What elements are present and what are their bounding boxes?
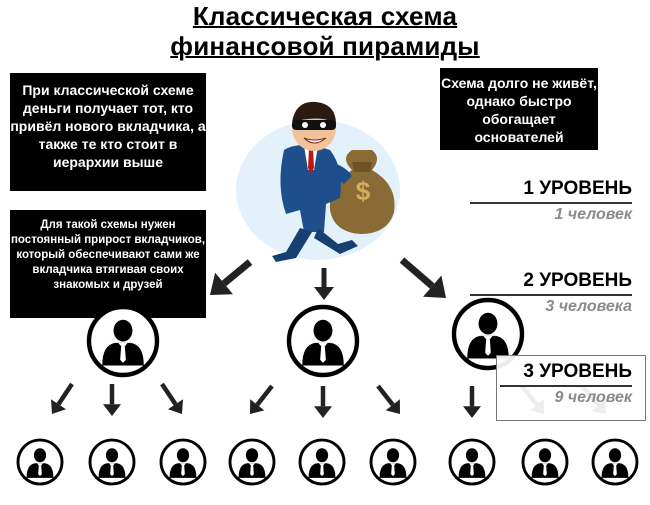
arrow-level-3-3 [160, 382, 183, 414]
diagram-title-line-2: финансовой пирамиды [170, 31, 480, 61]
level-3-person-8 [521, 438, 569, 486]
dollar-sign: $ [355, 176, 371, 206]
level-3-person-9 [591, 438, 639, 486]
level-2-person-1 [86, 304, 160, 378]
info-box-left-top: При классической схеме деньги получает т… [10, 73, 206, 191]
level-2-label: 2 УРОВЕНЬ 3 человека [470, 270, 632, 317]
diagram-title-line-1: Классическая схема [192, 1, 458, 31]
arrow-level-3-5 [314, 386, 332, 418]
level-3-person-5 [298, 438, 346, 486]
level-2-underline [470, 294, 632, 296]
info-box-right-top: Схема долго не живёт, однако быстро обог… [440, 68, 598, 150]
level-3-person-4 [228, 438, 276, 486]
arrow-down-right-icon [399, 257, 446, 298]
arrow-level-3-2 [103, 384, 121, 416]
level-1-underline [470, 202, 632, 204]
level-2-count: 3 человека [545, 298, 632, 315]
level-3-person-1 [16, 438, 64, 486]
level-3-count: 9 человек [554, 389, 632, 406]
level-3-person-7 [448, 438, 496, 486]
level-1-count: 1 человек [554, 206, 632, 223]
level-3-underline [500, 385, 632, 387]
level-3-person-3 [159, 438, 207, 486]
arrow-level-3-6 [376, 384, 400, 414]
level-2-title: 2 УРОВЕНЬ [523, 270, 632, 291]
level-1-title: 1 УРОВЕНЬ [523, 178, 632, 199]
level-3-title: 3 УРОВЕНЬ [523, 361, 632, 382]
level-2-person-3 [451, 297, 525, 371]
arrow-down-icon [314, 268, 334, 300]
arrow-down-left-icon [210, 259, 253, 295]
arrow-level-3-7 [463, 386, 481, 418]
level-1-label: 1 УРОВЕНЬ 1 человек [470, 178, 632, 225]
arrow-level-3-4 [250, 384, 274, 414]
info-box-left-bottom: Для такой схемы нужен постоянный прирост… [10, 210, 206, 318]
level-3-person-2 [88, 438, 136, 486]
arrow-level-3-1 [51, 382, 74, 414]
level-2-person-2 [286, 304, 360, 378]
level-3-person-6 [369, 438, 417, 486]
level-3-label: 3 УРОВЕНЬ 9 человек [500, 361, 632, 408]
level-3-frame [496, 355, 646, 421]
